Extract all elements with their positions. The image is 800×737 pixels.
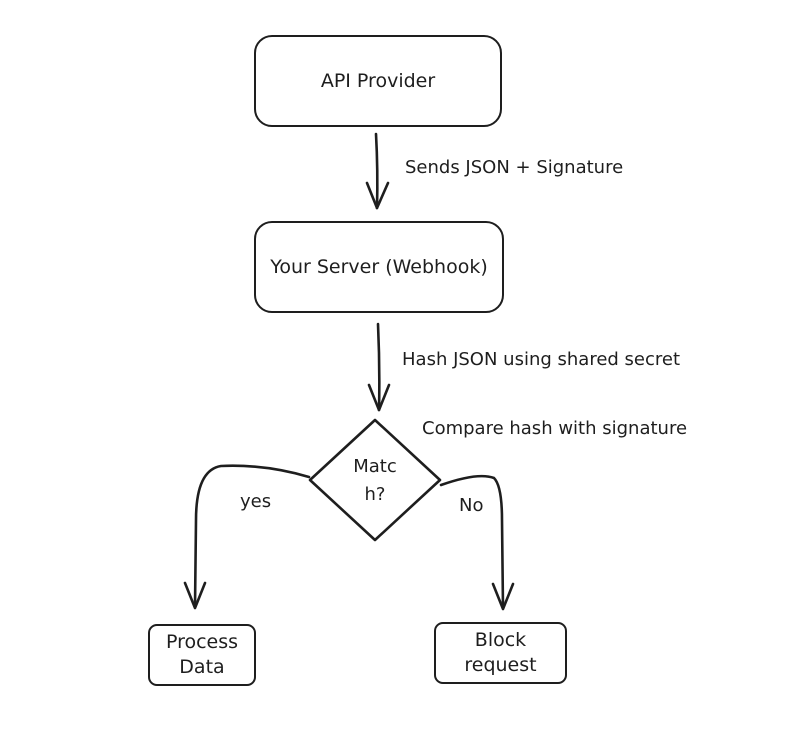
block-request-label: Block request (464, 629, 537, 676)
block-request-node: Block request (434, 622, 567, 684)
process-data-node: Process Data (148, 624, 256, 686)
no-branch-label: No (459, 495, 484, 516)
your-server-node: Your Server (Webhook) (254, 221, 504, 313)
process-data-label: Process Data (165, 631, 239, 678)
arrow-server-to-decision (376, 322, 381, 412)
decision-diamond (308, 418, 442, 542)
arrowhead-server-to-decision (367, 383, 391, 412)
sends-json-signature-label: Sends JSON + Signature (405, 157, 624, 178)
arrowhead-yes-branch (183, 581, 207, 610)
api-provider-label: API Provider (320, 70, 436, 92)
your-server-label: Your Server (Webhook) (270, 256, 488, 278)
arrow-yes-branch (193, 464, 311, 609)
decision-label: Matc h? (353, 456, 397, 505)
hash-json-label: Hash JSON using shared secret (402, 349, 681, 370)
arrowhead-no-branch (491, 582, 515, 611)
api-provider-node: API Provider (254, 35, 502, 127)
arrow-provider-to-server (374, 132, 379, 210)
arrow-no-branch (439, 474, 505, 610)
compare-hash-label: Compare hash with signature (422, 418, 688, 439)
arrowhead-provider-to-server (365, 181, 390, 210)
yes-branch-label: yes (240, 491, 272, 512)
